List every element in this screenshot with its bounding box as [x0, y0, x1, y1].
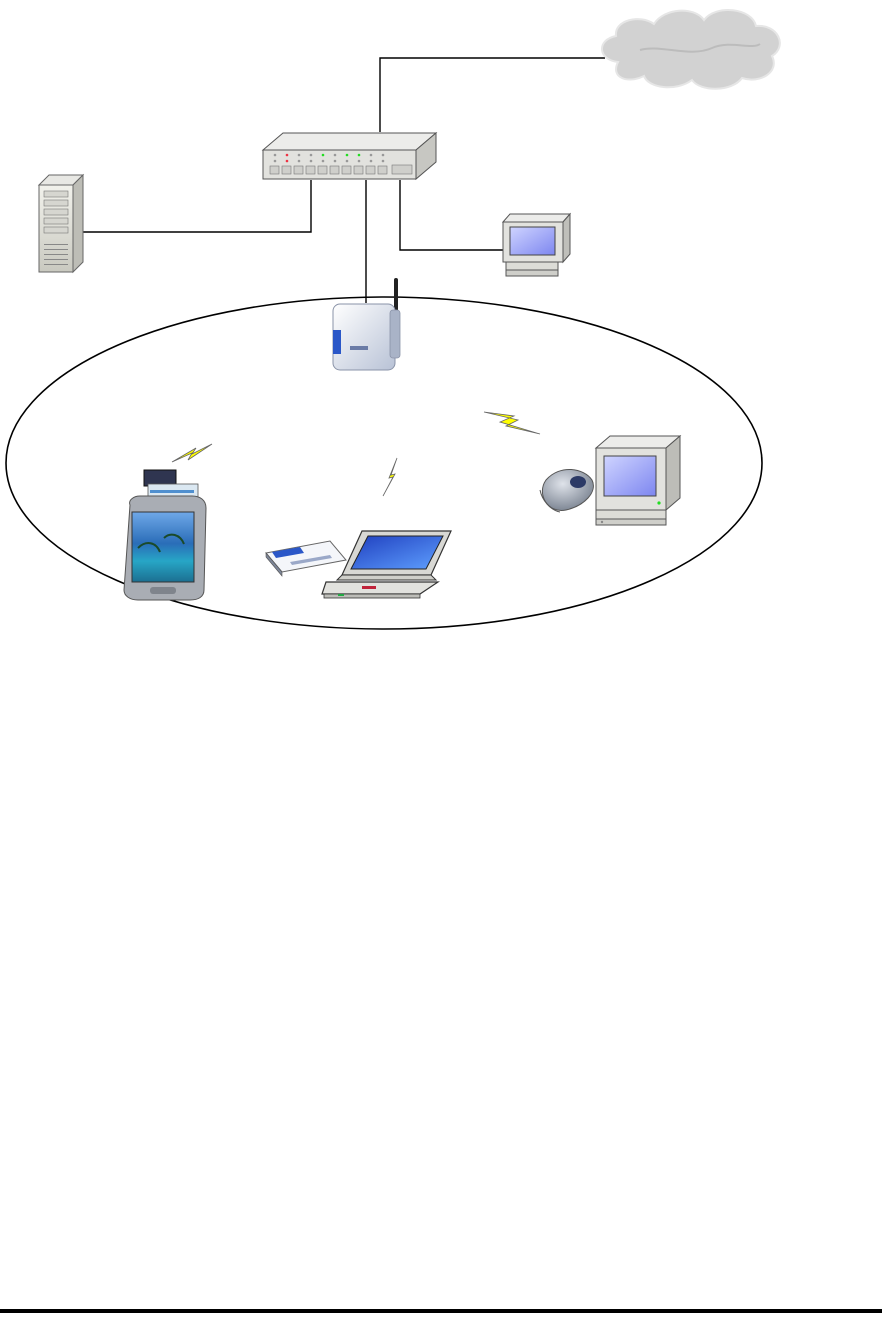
desktop-computer-icon [596, 436, 680, 525]
link-switch-wired-pc [400, 180, 505, 250]
laptop-icon [322, 531, 451, 598]
wireless-signal-icon [172, 444, 212, 462]
desktop-computer-icon [503, 214, 570, 276]
wireless-network-diagram [0, 0, 882, 640]
cloud-icon [602, 10, 780, 89]
server-tower-icon [39, 175, 83, 272]
wireless-pc-card-icon [266, 541, 346, 576]
page-bottom-rule [0, 1309, 882, 1313]
wireless-links [172, 412, 540, 496]
wireless-signal-icon [484, 412, 540, 434]
usb-wireless-adapter-icon [540, 469, 593, 512]
network-switch-icon [263, 133, 436, 179]
link-switch-server [80, 180, 311, 232]
wireless-signal-icon [383, 458, 397, 496]
pda-icon [124, 470, 206, 600]
link-switch-internet [380, 58, 605, 132]
